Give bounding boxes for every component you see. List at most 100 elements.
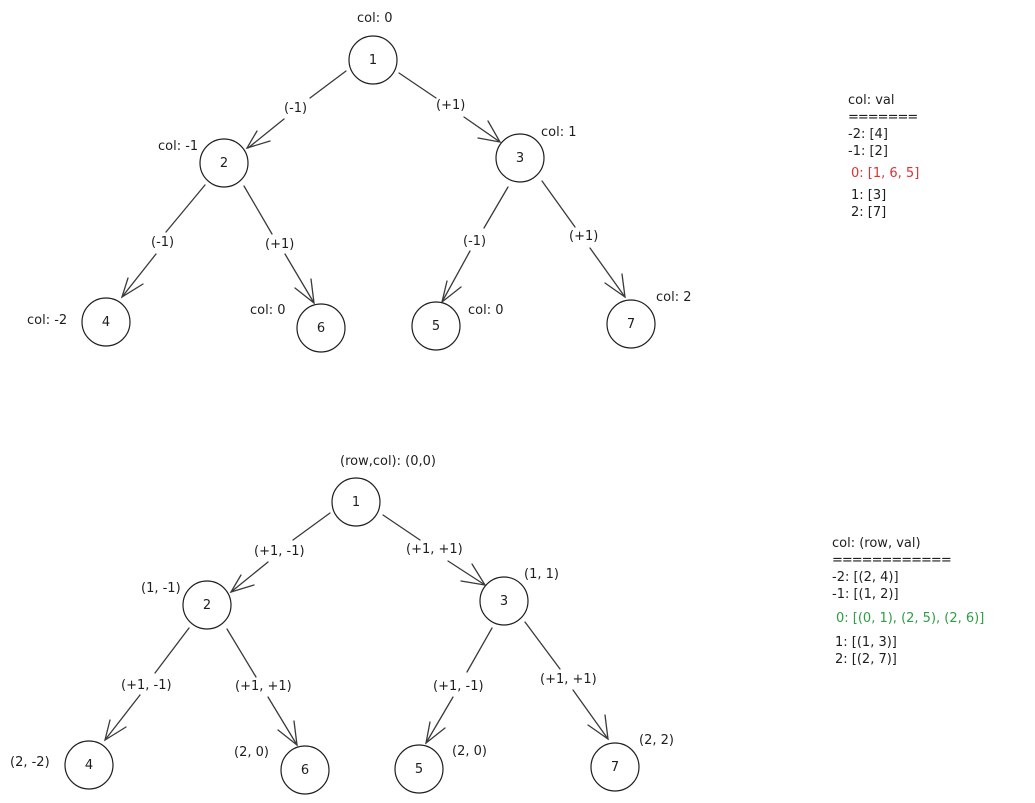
edge-1-2-bottom — [247, 118, 285, 149]
edge-2-6-bottom — [267, 696, 298, 746]
node-rowcol-label: (1, 1) — [524, 567, 559, 582]
edge-1-3-bottom — [463, 116, 501, 143]
arrowhead-icon — [440, 280, 462, 304]
arrowhead-icon — [587, 714, 609, 741]
arrowhead-icon — [604, 273, 626, 299]
node-value: 5 — [431, 319, 441, 334]
tree2-node-5 — [394, 744, 444, 794]
edge-2-6-top — [226, 628, 257, 678]
tree2-node-4 — [64, 740, 114, 790]
edge-1-2-bottom — [230, 561, 269, 593]
edge-1-3-bottom — [447, 560, 486, 586]
tree2-node-1 — [331, 477, 381, 527]
tree2-edges — [103, 512, 609, 747]
node-col-label: col: 0 — [357, 11, 393, 26]
edge-1-3-top — [382, 514, 421, 541]
table-header: col: (row, val) — [832, 536, 921, 551]
table-row: -2: [4] — [848, 127, 888, 142]
node-value: 6 — [300, 763, 310, 778]
node-col-label: col: 1 — [541, 125, 577, 140]
edge-label: (-1) — [151, 235, 175, 250]
node-col-label: col: -1 — [158, 139, 199, 154]
arrowhead-icon — [460, 563, 487, 586]
edge-2-4-bottom — [104, 694, 141, 741]
node-col-label: col: 0 — [468, 303, 504, 318]
edge-label: (+1) — [569, 229, 599, 244]
edge-3-5-bottom — [425, 696, 454, 744]
arrowhead-icon — [103, 719, 127, 742]
node-value: 3 — [499, 594, 509, 609]
edge-label: (+1, +1) — [406, 542, 463, 557]
node-col-label: col: 2 — [656, 290, 692, 305]
node-value: 7 — [626, 317, 636, 332]
node-value: 6 — [316, 321, 326, 336]
table-header: col: val — [848, 93, 895, 108]
edge-label: (+1, +1) — [540, 672, 597, 687]
node-rowcol-label: (row,col): (0,0) — [340, 454, 436, 469]
node-value: 1 — [368, 53, 378, 68]
edge-label: (+1) — [265, 237, 295, 252]
arrowhead-icon — [229, 574, 255, 594]
edge-3-7-bottom — [589, 247, 626, 298]
node-value: 4 — [101, 315, 111, 330]
node-col-label: col: -2 — [27, 313, 68, 328]
edge-2-4-top — [154, 627, 190, 674]
table-row-highlighted: 0: [1, 6, 5] — [851, 166, 920, 181]
tree2-node-2 — [182, 580, 232, 630]
tree1-node-7 — [606, 299, 656, 349]
edge-3-7-bottom — [572, 689, 609, 740]
table-row: 1: [3] — [851, 188, 887, 203]
table-row-highlighted: 0: [(0, 1), (2, 5), (2, 6)] — [836, 611, 985, 626]
edge-label: (+1, -1) — [121, 678, 172, 693]
node-value: 5 — [414, 762, 424, 777]
edge-1-3-top — [398, 72, 437, 99]
edge-label: (+1, -1) — [433, 679, 484, 694]
node-value: 1 — [351, 495, 361, 510]
tree1-node-5 — [411, 301, 461, 351]
table-separator: ============ — [832, 553, 952, 568]
edge-label: (+1, -1) — [254, 544, 305, 559]
node-rowcol-label: (2, 0) — [234, 745, 269, 760]
edge-1-2-top — [292, 512, 331, 541]
edge-3-7-top — [524, 621, 561, 670]
tree1-node-4 — [81, 297, 131, 347]
arrowhead-icon — [477, 120, 502, 143]
edge-2-4-top — [165, 184, 206, 233]
table-row: -2: [(2, 4)] — [832, 570, 899, 585]
node-value: 4 — [84, 758, 94, 773]
tree1-nodes — [81, 35, 656, 353]
edge-label: (-1) — [284, 101, 308, 116]
table-row: 2: [(2, 7)] — [835, 652, 897, 667]
edge-label: (+1) — [436, 98, 466, 113]
table-separator: ======= — [848, 110, 918, 125]
tree2-node-3 — [479, 576, 529, 626]
node-col-label: col: 0 — [250, 303, 286, 318]
table-row: -1: [(1, 2)] — [832, 587, 899, 602]
node-value: 2 — [219, 156, 229, 171]
tree1-node-6 — [296, 303, 346, 353]
tree2-nodes — [64, 477, 640, 795]
tree2-node-7 — [590, 742, 640, 792]
edge-1-2-top — [309, 70, 347, 99]
tree2-node-6 — [280, 745, 330, 795]
arrowhead-icon — [277, 720, 298, 747]
arrowhead-icon — [245, 130, 271, 150]
node-rowcol-label: (2, -2) — [10, 755, 50, 770]
edge-3-5-bottom — [441, 250, 471, 303]
edge-3-5-top — [466, 627, 493, 673]
table-row: 1: [(1, 3)] — [835, 635, 897, 650]
edge-2-6-top — [243, 185, 273, 235]
edge-3-5-top — [483, 186, 509, 229]
edge-2-4-bottom — [121, 253, 157, 298]
arrowhead-icon — [120, 277, 144, 299]
edge-label: (+1, +1) — [235, 679, 292, 694]
tree1-node-2 — [199, 138, 249, 188]
arrowhead-icon — [294, 278, 315, 305]
node-rowcol-label: (2, 2) — [639, 733, 674, 748]
edge-3-7-top — [541, 180, 576, 228]
node-rowcol-label: (1, -1) — [141, 581, 181, 596]
tree1-node-3 — [495, 133, 545, 183]
node-value: 2 — [202, 598, 212, 613]
arrowhead-icon — [425, 721, 446, 745]
